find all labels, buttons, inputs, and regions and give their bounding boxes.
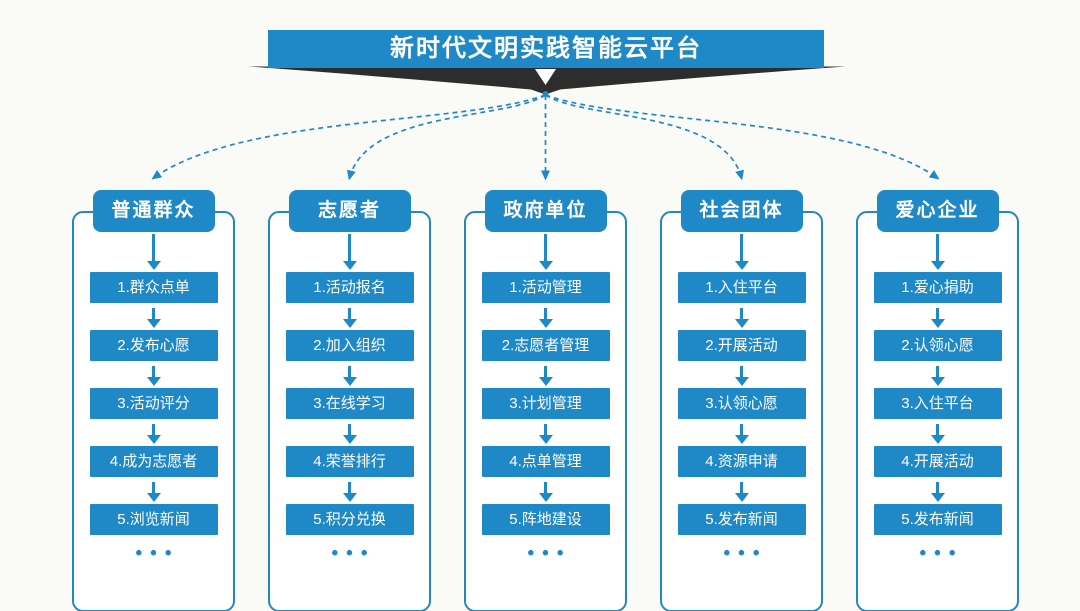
down-arrow-icon bbox=[930, 424, 945, 444]
step-box: 3.计划管理 bbox=[481, 388, 610, 419]
step-box: 1.活动报名 bbox=[285, 272, 414, 303]
connector-to-col-1 bbox=[151, 94, 546, 180]
down-arrow-icon bbox=[734, 482, 749, 502]
connector-to-col-4 bbox=[545, 94, 744, 181]
step-box: 5.阵地建设 bbox=[481, 504, 610, 535]
column-panel: 1.活动管理 2.志愿者管理 3.计划管理 4.点单管理 5.阵地建设 ••• bbox=[464, 211, 627, 611]
connector-to-col-2 bbox=[347, 94, 546, 181]
step-box: 2.加入组织 bbox=[285, 330, 414, 361]
down-arrow-icon bbox=[930, 234, 945, 270]
step-box: 3.在线学习 bbox=[285, 388, 414, 419]
down-arrow-icon bbox=[538, 234, 553, 270]
down-arrow-icon bbox=[734, 234, 749, 270]
column-government-unit: 政府单位 1.活动管理 2.志愿者管理 3.计划管理 4.点单管理 5.阵地建设… bbox=[464, 190, 627, 611]
down-arrow-icon bbox=[342, 482, 357, 502]
down-arrow-icon bbox=[342, 234, 357, 270]
step-box: 4.点单管理 bbox=[481, 446, 610, 477]
connector-origin-dot bbox=[542, 91, 549, 97]
platform-title-banner: 新时代文明实践智能云平台 bbox=[268, 30, 824, 68]
step-box: 5.发布新闻 bbox=[873, 504, 1002, 535]
step-box: 1.活动管理 bbox=[481, 272, 610, 303]
step-box: 4.开展活动 bbox=[873, 446, 1002, 477]
more-ellipsis: ••• bbox=[527, 543, 572, 564]
down-arrow-icon bbox=[930, 366, 945, 386]
more-ellipsis: ••• bbox=[135, 543, 180, 564]
column-header-badge: 普通群众 bbox=[92, 190, 215, 232]
down-arrow-icon bbox=[538, 308, 553, 328]
ribbon-shape bbox=[248, 66, 846, 95]
more-ellipsis: ••• bbox=[919, 543, 964, 564]
step-box: 1.入住平台 bbox=[677, 272, 806, 303]
down-arrow-icon bbox=[734, 366, 749, 386]
down-arrow-icon bbox=[930, 308, 945, 328]
column-header-badge: 社会团体 bbox=[680, 190, 803, 232]
step-box: 2.发布心愿 bbox=[89, 330, 218, 361]
down-arrow-icon bbox=[734, 308, 749, 328]
step-box: 5.浏览新闻 bbox=[89, 504, 218, 535]
column-general-public: 普通群众 1.群众点单 2.发布心愿 3.活动评分 4.成为志愿者 5.浏览新闻… bbox=[72, 190, 235, 611]
down-arrow-icon bbox=[146, 366, 161, 386]
column-social-organization: 社会团体 1.入住平台 2.开展活动 3.认领心愿 4.资源申请 5.发布新闻 … bbox=[660, 190, 823, 611]
more-ellipsis: ••• bbox=[723, 543, 768, 564]
down-arrow-icon bbox=[538, 424, 553, 444]
column-header-badge: 政府单位 bbox=[484, 190, 607, 232]
more-ellipsis: ••• bbox=[331, 543, 376, 564]
down-arrow-icon bbox=[342, 366, 357, 386]
step-box: 3.入住平台 bbox=[873, 388, 1002, 419]
step-box: 2.开展活动 bbox=[677, 330, 806, 361]
down-arrow-icon bbox=[538, 482, 553, 502]
step-box: 5.发布新闻 bbox=[677, 504, 806, 535]
column-panel: 1.入住平台 2.开展活动 3.认领心愿 4.资源申请 5.发布新闻 ••• bbox=[660, 211, 823, 611]
down-arrow-icon bbox=[930, 482, 945, 502]
step-box: 1.群众点单 bbox=[89, 272, 218, 303]
step-box: 2.志愿者管理 bbox=[481, 330, 610, 361]
down-arrow-icon bbox=[538, 366, 553, 386]
column-header-badge: 志愿者 bbox=[288, 190, 411, 232]
step-box: 4.荣誉排行 bbox=[285, 446, 414, 477]
connector-to-col-5 bbox=[545, 94, 940, 180]
down-arrow-icon bbox=[734, 424, 749, 444]
column-caring-enterprise: 爱心企业 1.爱心捐助 2.认领心愿 3.入住平台 4.开展活动 5.发布新闻 … bbox=[856, 190, 1019, 611]
column-panel: 1.活动报名 2.加入组织 3.在线学习 4.荣誉排行 5.积分兑换 ••• bbox=[268, 211, 431, 611]
platform-title: 新时代文明实践智能云平台 bbox=[390, 35, 702, 62]
step-box: 4.成为志愿者 bbox=[89, 446, 218, 477]
step-box: 5.积分兑换 bbox=[285, 504, 414, 535]
down-arrow-icon bbox=[146, 234, 161, 270]
down-funnel-arrow-icon bbox=[535, 69, 556, 85]
down-arrow-icon bbox=[146, 308, 161, 328]
down-arrow-icon bbox=[146, 482, 161, 502]
step-box: 4.资源申请 bbox=[677, 446, 806, 477]
step-box: 3.活动评分 bbox=[89, 388, 218, 419]
column-header-badge: 爱心企业 bbox=[876, 190, 999, 232]
step-box: 2.认领心愿 bbox=[873, 330, 1002, 361]
down-arrow-icon bbox=[342, 424, 357, 444]
column-volunteer: 志愿者 1.活动报名 2.加入组织 3.在线学习 4.荣誉排行 5.积分兑换 •… bbox=[268, 190, 431, 611]
down-arrow-icon bbox=[342, 308, 357, 328]
column-panel: 1.群众点单 2.发布心愿 3.活动评分 4.成为志愿者 5.浏览新闻 ••• bbox=[72, 211, 235, 611]
step-box: 1.爱心捐助 bbox=[873, 272, 1002, 303]
column-panel: 1.爱心捐助 2.认领心愿 3.入住平台 4.开展活动 5.发布新闻 ••• bbox=[856, 211, 1019, 611]
down-arrow-icon bbox=[146, 424, 161, 444]
step-box: 3.认领心愿 bbox=[677, 388, 806, 419]
